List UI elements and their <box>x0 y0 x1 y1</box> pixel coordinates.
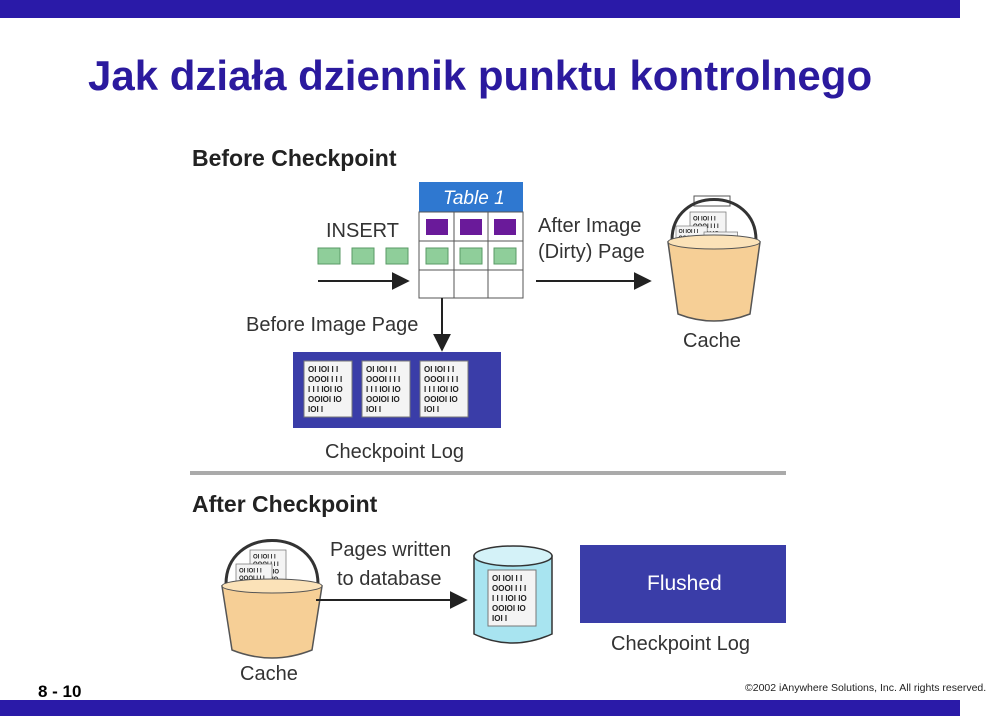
copyright-notice: ©2002 iAnywhere Solutions, Inc. All righ… <box>745 682 986 694</box>
cache-label: Cache <box>683 330 741 352</box>
insert-rows <box>317 247 409 265</box>
flushed-label: Flushed <box>647 572 722 595</box>
flushed-checkpoint-log: Flushed <box>580 545 786 623</box>
bottom-accent-bar <box>0 700 960 716</box>
slide-number: 8 - 10 <box>38 682 82 701</box>
slide-title: Jak działa dziennik punktu kontrolnego <box>88 52 873 99</box>
dirty-cell <box>460 219 482 235</box>
checkpoint-log-label-after: Checkpoint Log <box>611 633 750 655</box>
pages-written-line2: to database <box>337 568 442 590</box>
after-image-label-line1: After Image <box>538 215 641 237</box>
database-cylinder <box>473 545 553 644</box>
before-checkpoint-heading: Before Checkpoint <box>192 145 397 171</box>
after-checkpoint-heading: After Checkpoint <box>192 491 378 517</box>
after-image-label-line2: (Dirty) Page <box>538 241 645 263</box>
pages-written-line1: Pages written <box>330 539 451 561</box>
table-1-label: Table 1 <box>443 188 505 209</box>
before-image-label: Before Image Page <box>246 314 418 336</box>
cache-bucket-after <box>221 539 323 659</box>
cache-bucket <box>667 195 761 322</box>
top-accent-bar <box>0 0 960 18</box>
checkpoint-diagram: OI IOI I I OOOI I I I I I I IOI IO OOIOI… <box>190 145 786 685</box>
checkpoint-log-label: Checkpoint Log <box>325 441 464 463</box>
dirty-cell <box>426 219 448 235</box>
checkpoint-log-box <box>293 352 501 428</box>
cache-label-after: Cache <box>240 663 298 685</box>
dirty-cell <box>494 219 516 235</box>
insert-label: INSERT <box>326 220 399 242</box>
table-1: Table 1 <box>418 182 524 299</box>
